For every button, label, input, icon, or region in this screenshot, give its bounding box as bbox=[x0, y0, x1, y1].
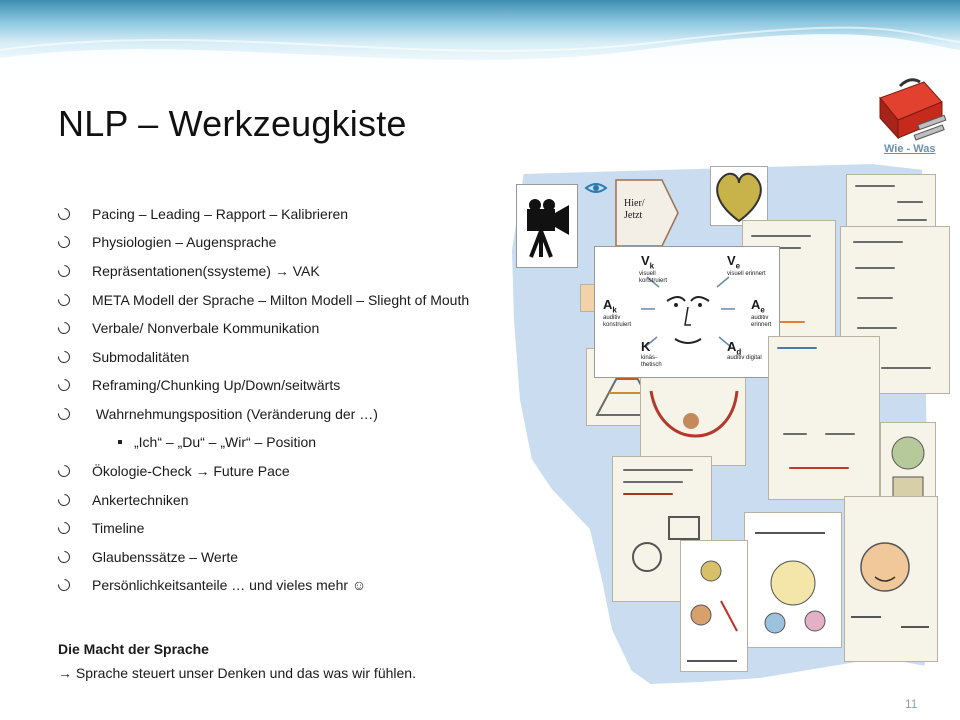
hier-jetzt-card: Hier/ Jetzt bbox=[614, 178, 680, 248]
face-icon bbox=[641, 276, 735, 348]
bullet-marker-icon bbox=[55, 376, 73, 394]
bullet-marker-icon bbox=[55, 262, 73, 280]
list-item: Verbale/ Nonverbale Kommunikation bbox=[55, 319, 319, 337]
bullet-marker-icon bbox=[55, 319, 73, 337]
list-item: Glaubenssätze – Werte bbox=[55, 548, 238, 566]
summary-note: → Sprache steuert unser Denken und das w… bbox=[58, 665, 416, 681]
slide-title: NLP – Werkzeugkiste bbox=[58, 103, 407, 144]
list-item: Ankertechniken bbox=[55, 491, 189, 509]
list-item: Wahrnehmungsposition (Veränderung der …) bbox=[55, 405, 378, 423]
bullet-marker-icon bbox=[55, 576, 73, 594]
sketch-card bbox=[768, 336, 880, 500]
list-item: Submodalitäten bbox=[55, 348, 189, 366]
sketch-card bbox=[744, 512, 842, 648]
list-item: META Modell der Sprache – Milton Modell … bbox=[55, 291, 469, 309]
list-item: Persönlichkeitsanteile … und vieles mehr… bbox=[55, 576, 366, 594]
bullet-marker-icon bbox=[55, 462, 73, 480]
hier-jetzt-label: Hier/ Jetzt bbox=[624, 198, 645, 221]
list-item: Physiologien – Augensprache bbox=[55, 233, 276, 251]
toolbox-link[interactable]: Wie - Was bbox=[884, 143, 936, 155]
eye-icon bbox=[584, 183, 608, 193]
bullet-marker-icon bbox=[55, 291, 73, 309]
image-collage: Hier/ Jetzt bbox=[500, 159, 960, 700]
bullet-marker-icon bbox=[55, 491, 73, 509]
sub-list-item: „Ich“ – „Du“ – „Wir“ – Position bbox=[118, 434, 316, 450]
sketch-card bbox=[844, 496, 938, 662]
square-bullet-icon bbox=[118, 440, 122, 444]
toolbox-icon[interactable] bbox=[872, 68, 950, 142]
bullet-marker-icon bbox=[55, 233, 73, 251]
sketch-card bbox=[680, 540, 748, 672]
page-number: 11 bbox=[905, 697, 918, 711]
eye-accessing-card: Vk visuell konstruiert Ve visuell erinne… bbox=[594, 246, 780, 378]
list-item: Repräsentationen(ssysteme) → VAK bbox=[55, 262, 320, 280]
list-item: Reframing/Chunking Up/Down/seitwärts bbox=[55, 376, 340, 394]
list-item: Ökologie-Check → Future Pace bbox=[55, 462, 290, 480]
section-heading: Die Macht der Sprache bbox=[58, 641, 209, 657]
list-item: Timeline bbox=[55, 519, 144, 537]
heart-icon bbox=[716, 172, 762, 223]
bullet-marker-icon bbox=[55, 205, 73, 223]
camera-icon bbox=[527, 199, 569, 258]
bullet-marker-icon bbox=[55, 405, 73, 423]
bullet-marker-icon bbox=[55, 548, 73, 566]
heart-card bbox=[710, 166, 768, 226]
camera-card bbox=[516, 184, 578, 268]
list-item: Pacing – Leading – Rapport – Kalibrieren bbox=[55, 205, 348, 223]
bullet-marker-icon bbox=[55, 348, 73, 366]
bullet-marker-icon bbox=[55, 519, 73, 537]
header-wave bbox=[0, 26, 960, 80]
